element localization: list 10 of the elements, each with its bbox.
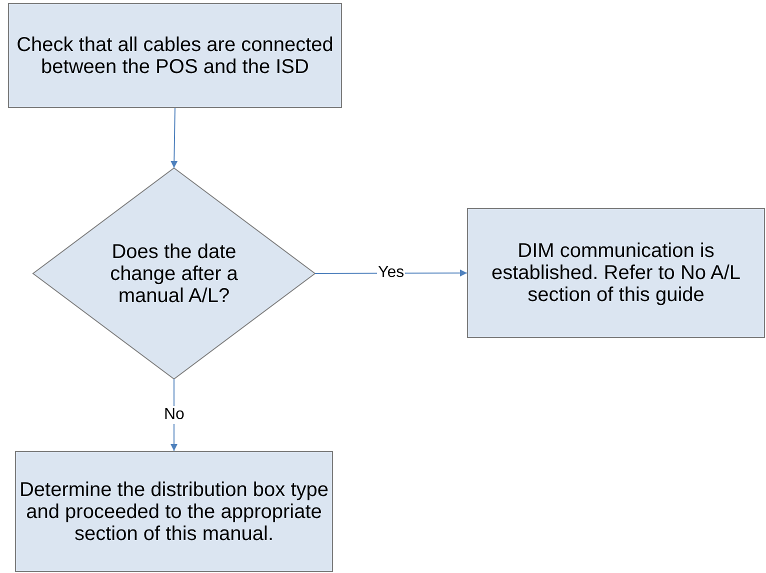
process-box xyxy=(8,3,342,108)
process-text: Check that all cables are connected between the POS and the ISD xyxy=(16,34,334,78)
arrow xyxy=(170,108,178,168)
process-text: Determine the distribution box type and proceeded to the appropriate section of this manual. xyxy=(18,478,330,544)
process-box xyxy=(15,451,333,572)
decision-text: Does the date change after a manual A/L? xyxy=(109,240,239,306)
process-box xyxy=(467,208,765,338)
process-text: DIM communication is established. Refer to No A/L section of this guide xyxy=(490,240,742,306)
decision-diamond xyxy=(32,167,316,380)
edge-label: No xyxy=(163,406,186,424)
